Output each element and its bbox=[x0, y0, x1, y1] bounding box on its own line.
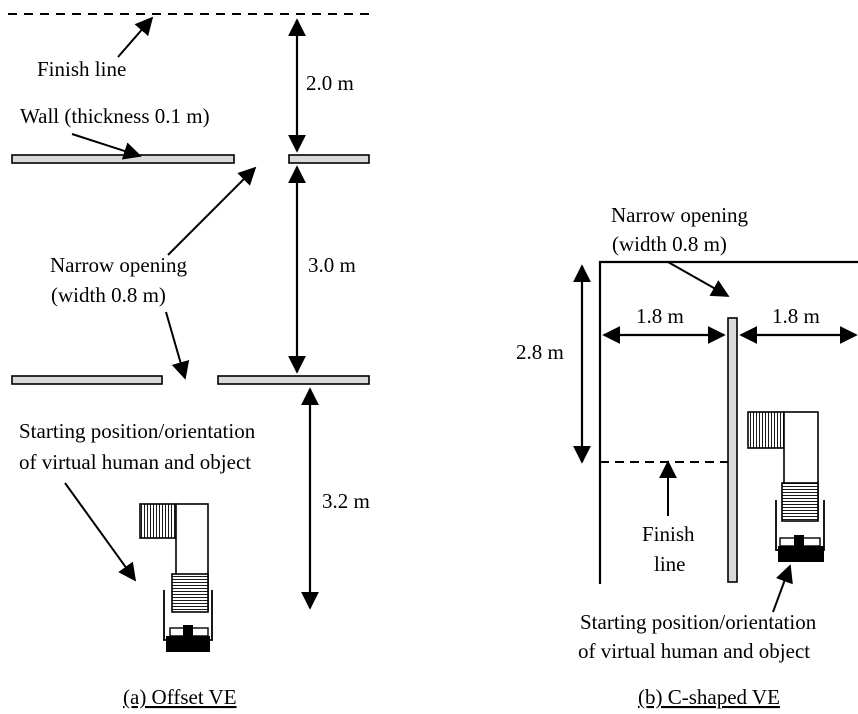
caption-b: (b) C-shaped VE bbox=[638, 685, 780, 709]
lower-wall-right bbox=[217, 375, 370, 385]
virtual-human-object-b bbox=[747, 411, 825, 562]
start-pointer-arrow-a bbox=[64, 482, 137, 582]
finish-pointer-arrow bbox=[117, 16, 154, 58]
finish-label-line2-b: line bbox=[654, 552, 686, 576]
finish-line-label: Finish line bbox=[37, 57, 126, 81]
panel-b-c-shaped-ve: Narrow opening (width 0.8 m) 1.8 m 1.8 m… bbox=[516, 203, 858, 709]
opening-label-line2-b: (width 0.8 m) bbox=[612, 232, 727, 256]
upper-wall-right bbox=[288, 154, 370, 164]
dim-label-left-b: 1.8 m bbox=[636, 304, 684, 328]
object-box-a bbox=[139, 503, 177, 539]
dim-label-middle-a: 3.0 m bbox=[308, 253, 356, 277]
start-label-line1-b: Starting position/orientation bbox=[580, 610, 817, 634]
c-shaped-wall bbox=[598, 260, 858, 584]
opening-lower-pointer-arrow bbox=[165, 311, 190, 380]
dim-label-height-b: 2.8 m bbox=[516, 340, 564, 364]
wall-label: Wall (thickness 0.1 m) bbox=[20, 104, 210, 128]
opening-pointer-arrow-b bbox=[667, 261, 730, 297]
object-box-b bbox=[747, 411, 785, 449]
panel-a-offset-ve: Finish line 2.0 m Wall (thickness 0.1 m)… bbox=[8, 13, 372, 709]
opening-label-line2-a: (width 0.8 m) bbox=[51, 283, 166, 307]
wall-pointer-arrow bbox=[71, 133, 142, 160]
dim-label-right-b: 1.8 m bbox=[772, 304, 820, 328]
opening-label-line1-b: Narrow opening bbox=[611, 203, 749, 227]
caption-a: (a) Offset VE bbox=[123, 685, 237, 709]
dim-label-top-a: 2.0 m bbox=[306, 71, 354, 95]
finish-label-line1-b: Finish bbox=[642, 522, 695, 546]
start-pointer-arrow-b bbox=[772, 564, 793, 613]
start-label-line2-a: of virtual human and object bbox=[19, 450, 251, 474]
feet-base-a bbox=[166, 636, 210, 652]
upper-wall-left bbox=[11, 154, 235, 164]
virtual-human-object-a bbox=[139, 503, 213, 652]
start-label-line1-a: Starting position/orientation bbox=[19, 419, 256, 443]
center-partition bbox=[727, 317, 738, 583]
feet-base-b bbox=[778, 546, 824, 562]
opening-upper-pointer-arrow bbox=[167, 166, 257, 256]
lower-wall-left bbox=[11, 375, 163, 385]
opening-label-line1-a: Narrow opening bbox=[50, 253, 188, 277]
head-b bbox=[794, 535, 804, 549]
dim-label-bottom-a: 3.2 m bbox=[322, 489, 370, 513]
torso-striped-a bbox=[171, 573, 209, 613]
head-a bbox=[183, 625, 193, 639]
torso-striped-b bbox=[781, 482, 819, 522]
start-label-line2-b: of virtual human and object bbox=[578, 639, 810, 663]
